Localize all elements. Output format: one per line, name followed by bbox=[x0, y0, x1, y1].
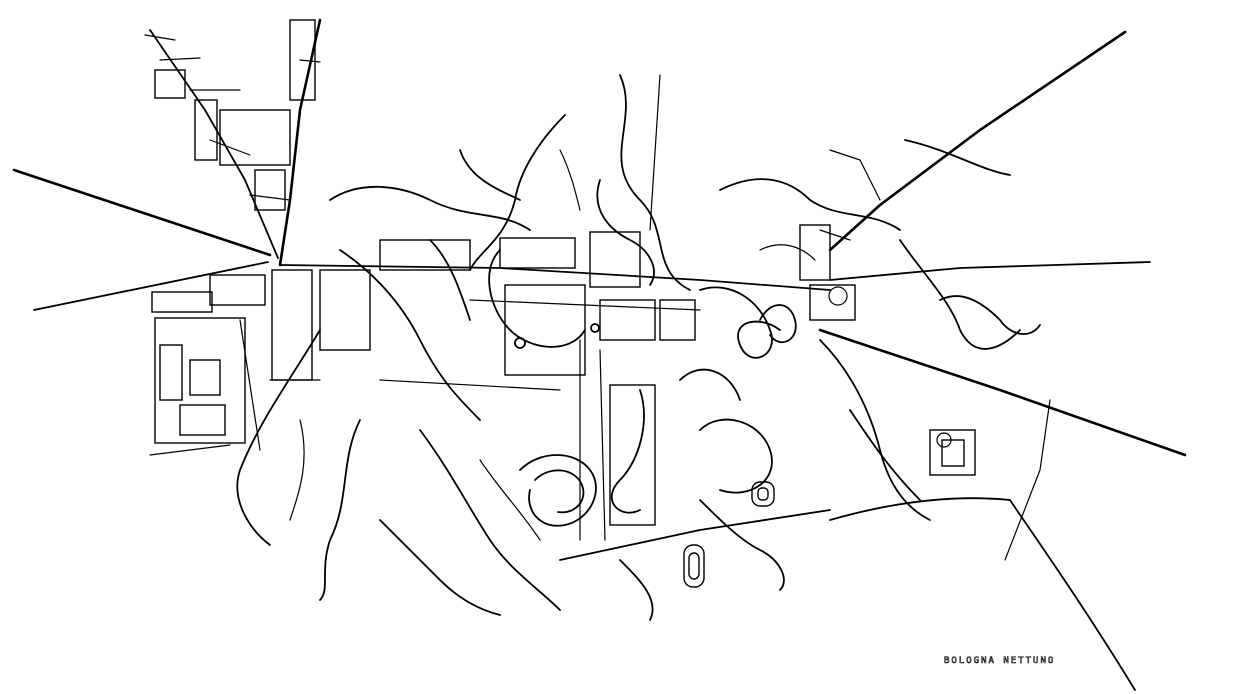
nw-block-2 bbox=[219, 109, 291, 166]
scribble-3 bbox=[469, 114, 566, 271]
c-block-6 bbox=[599, 299, 656, 341]
stadium-1-inner bbox=[688, 552, 700, 580]
road-northeast bbox=[828, 30, 1127, 252]
scribble-2 bbox=[619, 74, 691, 291]
se-dome bbox=[936, 432, 952, 448]
scribble-19 bbox=[679, 368, 741, 401]
scribble-13 bbox=[819, 339, 931, 521]
scribble-20 bbox=[596, 179, 655, 286]
nw-block-5 bbox=[194, 99, 218, 161]
c-streets bbox=[379, 74, 701, 541]
scribble-10 bbox=[534, 469, 585, 514]
northeast-district bbox=[799, 149, 881, 321]
scribble-22 bbox=[619, 559, 654, 621]
c-block-1 bbox=[319, 269, 371, 351]
scribble-16 bbox=[379, 519, 501, 616]
c-block-4 bbox=[504, 284, 586, 376]
road-southwest bbox=[33, 261, 269, 311]
road-via-emilia bbox=[279, 264, 831, 291]
road-northwest-diagonal bbox=[149, 29, 279, 259]
west-district bbox=[149, 269, 321, 456]
scribble-6 bbox=[236, 329, 321, 546]
scribble-18 bbox=[610, 389, 645, 514]
scribble-8 bbox=[419, 429, 561, 611]
w-streets bbox=[149, 319, 321, 456]
scribble-7 bbox=[319, 419, 361, 601]
se-block-2 bbox=[941, 439, 965, 467]
scribble-17 bbox=[459, 149, 521, 201]
scribble-24 bbox=[429, 239, 471, 321]
freehand-lines bbox=[236, 74, 1041, 621]
ne-block-1 bbox=[799, 224, 831, 281]
southeast-building bbox=[929, 429, 976, 476]
scribble-29 bbox=[759, 244, 816, 261]
ne-dome bbox=[828, 286, 848, 306]
map-title-label: BOLOGNA NETTUNO bbox=[944, 656, 1056, 667]
central-grid bbox=[319, 74, 701, 541]
road-south-bound bbox=[559, 509, 831, 561]
main-roads bbox=[12, 18, 1187, 691]
scribble-15 bbox=[939, 295, 1041, 335]
se-block-1 bbox=[929, 429, 976, 476]
stadium-2-inner bbox=[757, 487, 769, 501]
scribble-14 bbox=[899, 239, 1021, 350]
road-west bbox=[12, 168, 272, 257]
northwest-district bbox=[144, 19, 321, 211]
stadium-1 bbox=[683, 544, 705, 588]
ne-block-2 bbox=[809, 284, 856, 321]
scribble-23 bbox=[339, 249, 481, 421]
road-south-east-curve bbox=[829, 497, 1136, 691]
nw-streets bbox=[144, 34, 321, 201]
stadium-2 bbox=[751, 481, 775, 507]
scribble-4 bbox=[719, 178, 901, 231]
ne-streets bbox=[819, 149, 881, 241]
nw-block-1 bbox=[154, 69, 186, 99]
scribble-27 bbox=[289, 419, 305, 521]
scribble-9 bbox=[519, 454, 597, 527]
scribble-28 bbox=[479, 459, 541, 541]
c-block-7 bbox=[609, 384, 656, 526]
scribble-12 bbox=[699, 418, 773, 494]
scribble-21 bbox=[699, 499, 785, 591]
c-block-5 bbox=[589, 231, 641, 288]
nw-block-3 bbox=[254, 169, 286, 211]
w-block-inner-2 bbox=[189, 359, 221, 396]
w-block-4 bbox=[209, 274, 266, 306]
stadium-features bbox=[683, 481, 775, 588]
w-block-inner-3 bbox=[179, 404, 226, 436]
c-block-2 bbox=[379, 239, 471, 271]
road-north-axis bbox=[278, 18, 322, 267]
road-east-vertical bbox=[1004, 399, 1051, 561]
scribble-5 bbox=[699, 286, 781, 359]
w-block-main bbox=[154, 317, 246, 444]
scribble-26 bbox=[759, 304, 797, 344]
nw-block-4 bbox=[289, 19, 316, 101]
c-piazza-circle bbox=[590, 323, 600, 333]
c-block-8 bbox=[659, 299, 696, 341]
c-block-3 bbox=[499, 237, 576, 269]
road-far-east bbox=[904, 139, 1011, 176]
w-block-inner-1 bbox=[159, 344, 183, 401]
scribble-1 bbox=[329, 185, 531, 231]
road-east bbox=[829, 261, 1151, 281]
scribble-11 bbox=[488, 249, 586, 348]
w-block-3 bbox=[271, 269, 313, 381]
scribble-25 bbox=[849, 409, 921, 501]
w-block-2 bbox=[151, 291, 213, 313]
scribble-30 bbox=[559, 149, 581, 211]
road-southeast bbox=[818, 328, 1187, 457]
